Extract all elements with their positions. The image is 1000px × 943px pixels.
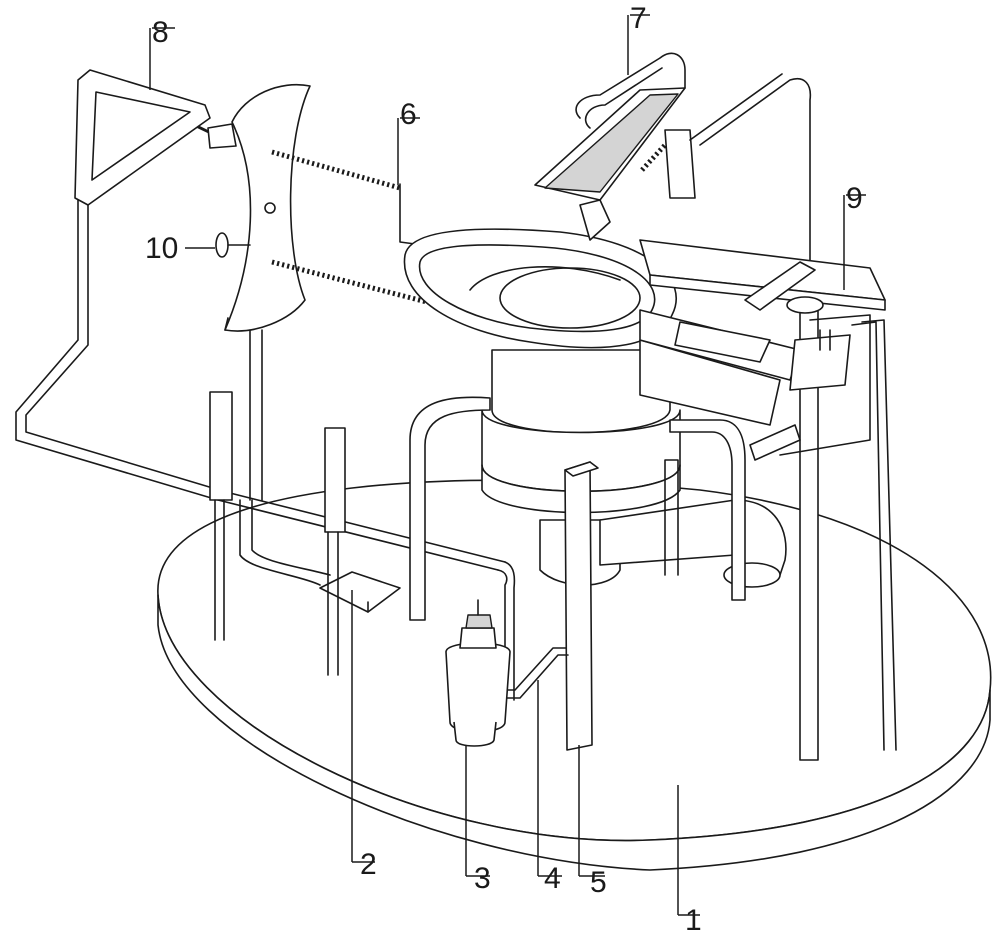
label-2: 2 <box>360 848 377 881</box>
hopper-bowl <box>403 228 677 349</box>
pump-motor <box>445 599 511 747</box>
front-rods <box>209 391 346 676</box>
label-7: 7 <box>630 2 647 35</box>
label-9: 9 <box>846 182 863 215</box>
connecting-pipe <box>504 647 569 699</box>
label-5: 5 <box>590 866 607 899</box>
vertical-post <box>564 461 599 751</box>
triangle-handle <box>74 69 211 206</box>
label-8: 8 <box>152 16 169 49</box>
part-labels: 8 6 7 9 10 2 3 4 5 1 <box>145 2 863 937</box>
label-6: 6 <box>400 98 417 131</box>
label-3: 3 <box>474 862 491 895</box>
label-10: 10 <box>145 232 178 265</box>
front-platform <box>239 499 401 613</box>
arc-plate <box>207 84 311 332</box>
tilted-tray <box>534 52 696 241</box>
knob <box>215 232 251 258</box>
back-post <box>249 329 263 501</box>
slide-rails <box>639 239 897 751</box>
support-arches <box>409 396 746 621</box>
label-1: 1 <box>685 904 702 937</box>
leader-lines <box>149 14 866 916</box>
label-4: 4 <box>544 862 561 895</box>
